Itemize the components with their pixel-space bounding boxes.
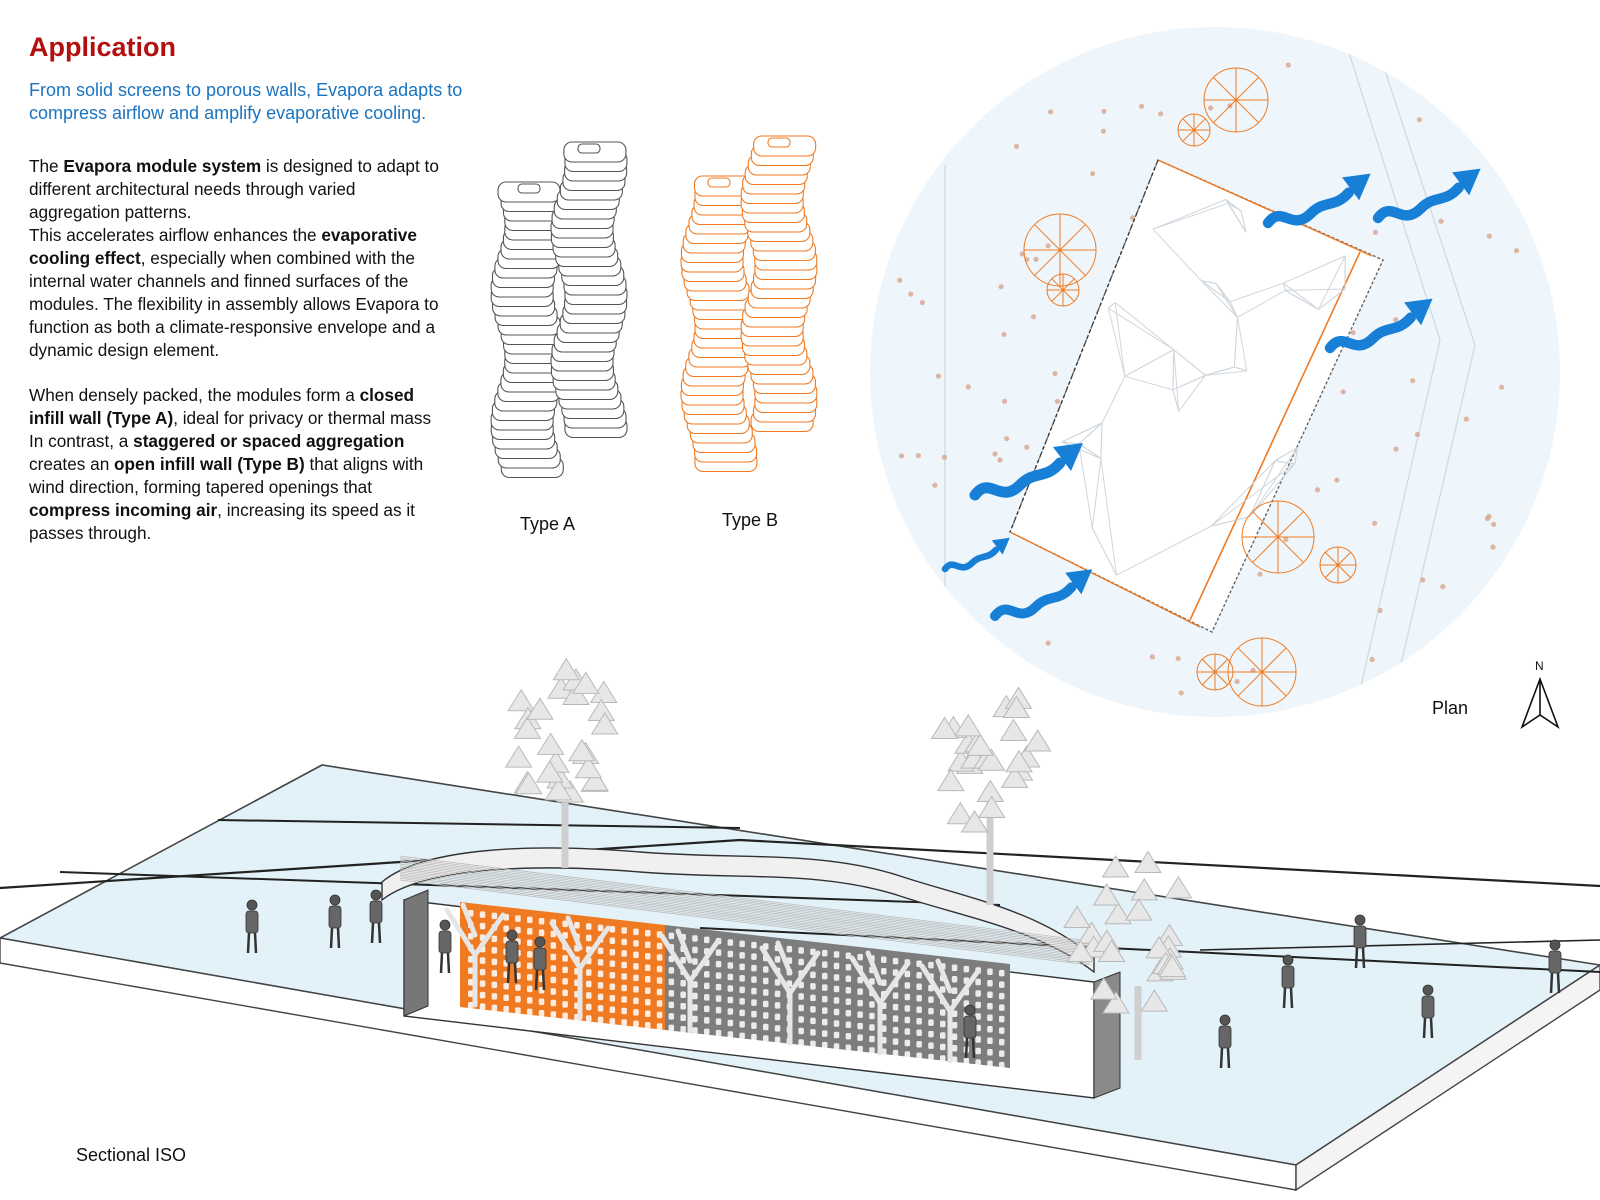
north-label: N	[1535, 659, 1544, 673]
wind-arrow-icon	[1262, 173, 1371, 229]
person-icon	[1421, 984, 1435, 1039]
person-icon	[505, 929, 519, 984]
person-icon	[1218, 1014, 1232, 1069]
sectional-iso-label: Sectional ISO	[76, 1145, 187, 1165]
person-icon	[1281, 954, 1295, 1009]
sectional-iso	[0, 657, 1600, 1192]
roof-canopy	[381, 847, 1095, 974]
paragraph-type-b: In contrast, a staggered or spaced aggre…	[29, 431, 424, 543]
wind-arrow-icon	[990, 569, 1093, 621]
person-icon	[245, 899, 259, 954]
type-a-module-stack	[490, 141, 628, 479]
person-icon	[533, 936, 547, 991]
person-icon	[369, 889, 383, 944]
wind-arrow-icon	[1324, 298, 1433, 354]
wind-arrow-icon	[1372, 168, 1481, 224]
grey-infill-wall	[665, 925, 1010, 1068]
wind-arrows	[941, 168, 1481, 621]
page-title: Application	[29, 32, 176, 62]
person-icon	[328, 894, 342, 949]
paragraph-airflow: This accelerates airflow enhances the ev…	[29, 225, 439, 360]
north-arrow-icon	[1520, 676, 1560, 730]
description-text: The Evapora module system is designed to…	[29, 155, 449, 545]
paragraph-type-a: When densely packed, the modules form a …	[29, 385, 432, 428]
type-b-module-stack	[680, 135, 818, 473]
wind-arrow-icon	[941, 537, 1010, 573]
plan-label: Plan	[1432, 698, 1469, 718]
page-subtitle: From solid screens to porous walls, Evap…	[29, 80, 463, 123]
tree-icon	[1063, 850, 1193, 1060]
pavilion-footprint	[1009, 159, 1384, 633]
type-b-label: Type B	[722, 510, 779, 530]
site-plan	[870, 27, 1560, 717]
tree-icon	[930, 686, 1052, 905]
wind-arrow-icon	[969, 443, 1083, 501]
trees	[504, 657, 1193, 1060]
person-icon	[1353, 914, 1367, 969]
paragraph-system: The Evapora module system is designed to…	[29, 156, 439, 222]
person-icon	[438, 919, 452, 974]
people	[245, 889, 1562, 1069]
type-a-label: Type A	[520, 514, 576, 534]
person-icon	[963, 1004, 977, 1059]
person-icon	[1548, 939, 1562, 994]
pavilion	[381, 847, 1121, 1099]
tree-icon	[504, 657, 619, 868]
